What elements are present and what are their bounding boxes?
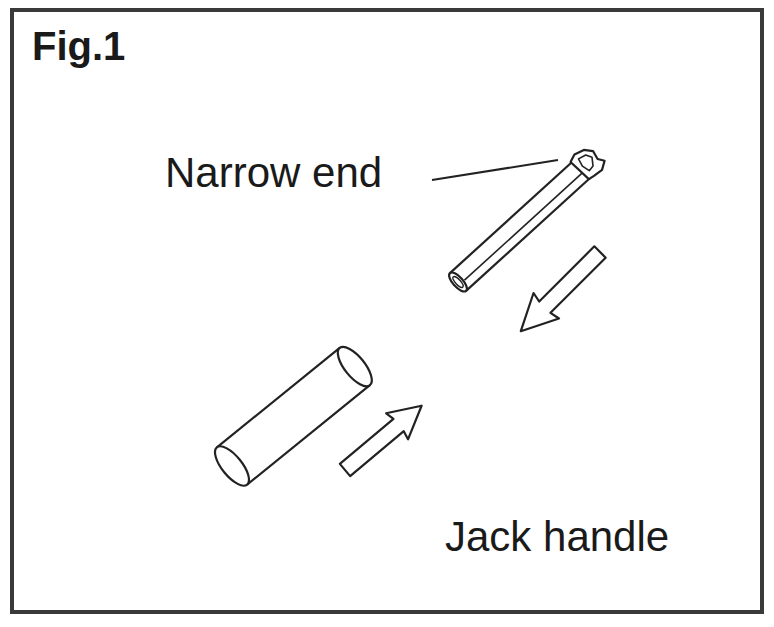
part-label: Narrow end (165, 150, 382, 196)
leader-line (432, 160, 558, 180)
part-label: Jack handle (445, 514, 669, 560)
direction-arrow (334, 393, 432, 483)
direction-arrow (508, 239, 613, 344)
figure-title: Fig.1 (32, 24, 125, 68)
frame (12, 10, 762, 612)
